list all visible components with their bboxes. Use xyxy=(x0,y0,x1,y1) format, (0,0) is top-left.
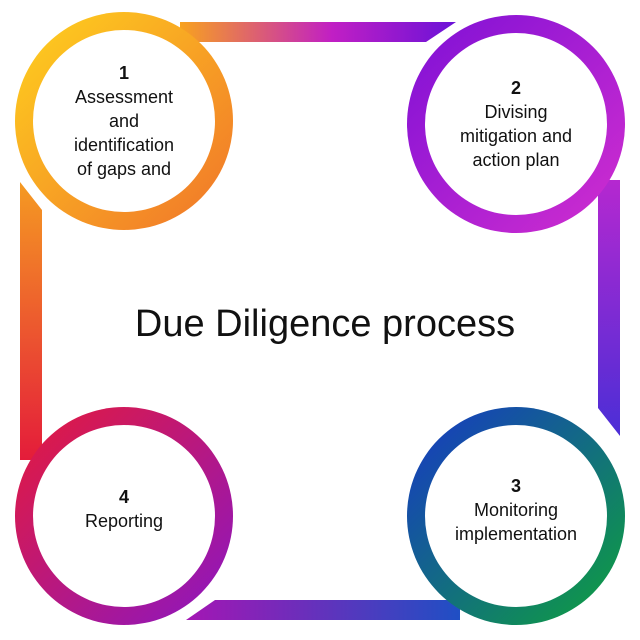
step-3-label: Monitoring implementation xyxy=(454,500,578,544)
step-3-circle xyxy=(407,407,625,625)
step-2-label: Divising mitigation and action plan xyxy=(459,102,573,170)
step-3-number: 3 xyxy=(510,476,521,496)
step-1-label: Assessment and identification of gaps an… xyxy=(73,87,175,179)
step-3-text: 3 Monitoring implementation xyxy=(426,474,606,546)
step-4-label: Reporting xyxy=(84,511,164,531)
step-4-number: 4 xyxy=(118,487,129,507)
step-4-text: 4 Reporting xyxy=(44,485,204,533)
step-1-number: 1 xyxy=(118,63,129,83)
connector-bottom xyxy=(186,600,460,620)
step-2-circle xyxy=(407,15,625,233)
diagram-title: Due Diligence process xyxy=(134,303,516,345)
step-4-circle xyxy=(15,407,233,625)
connector-left xyxy=(20,182,42,460)
connector-top xyxy=(180,22,456,42)
connector-right xyxy=(598,180,620,436)
step-2-text: 2 Divising mitigation and action plan xyxy=(426,76,606,172)
step-2-number: 2 xyxy=(510,78,521,98)
step-1-circle xyxy=(15,12,233,230)
step-1-text: 1 Assessment and identification of gaps … xyxy=(44,61,204,181)
